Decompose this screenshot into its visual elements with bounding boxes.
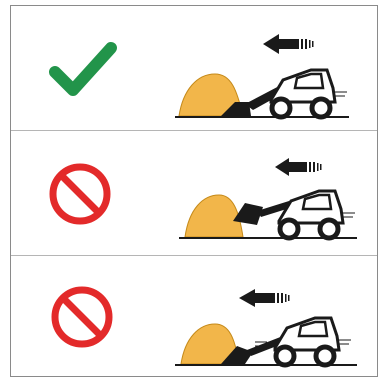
panel-incorrect-raised xyxy=(11,131,377,255)
loader-scene-raised xyxy=(171,151,371,247)
material-pile xyxy=(185,195,243,237)
prohibited-icon xyxy=(47,161,113,227)
prohibited-icon xyxy=(49,284,115,350)
loader-scene-lowered xyxy=(171,30,371,126)
loader-scene-tilted xyxy=(171,278,371,374)
instruction-panel xyxy=(10,5,378,377)
direction-arrow-icon xyxy=(275,158,322,176)
direction-arrow-icon xyxy=(239,289,290,307)
panel-correct xyxy=(11,6,377,130)
checkmark-icon xyxy=(49,38,117,98)
direction-arrow-icon xyxy=(263,34,314,54)
panel-incorrect-tilted xyxy=(11,256,377,376)
